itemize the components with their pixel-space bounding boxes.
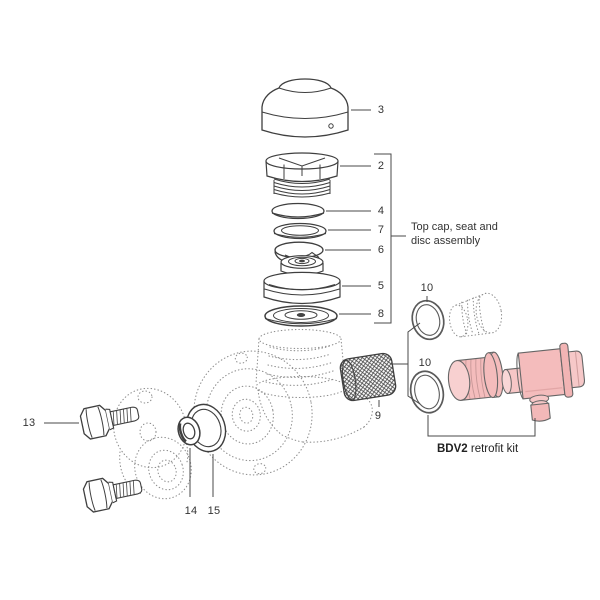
phantom-plug: [448, 292, 503, 338]
group-bracket: [374, 153, 406, 324]
part-2-hex-cap: [265, 152, 339, 198]
callout-2: 2: [377, 160, 385, 172]
callout-7: 7: [377, 224, 385, 236]
callout-6: 6: [377, 244, 385, 256]
kit-blanking-plug: [447, 351, 504, 401]
part-10-oring-bottom: [409, 370, 445, 414]
callout-9: 9: [374, 410, 382, 422]
group-annotation: Top cap, seat and disc assembly: [411, 221, 498, 247]
kit-annotation: BDV2 retrofit kit: [437, 443, 518, 455]
part-10-oring-top: [411, 299, 445, 341]
part-3-top-cap: [261, 78, 349, 138]
callout-14: 14: [184, 505, 198, 517]
kit-annotation-bold: BDV2: [437, 443, 468, 455]
callout-13: 13: [22, 417, 36, 429]
callout-10-bottom: 10: [418, 357, 432, 369]
callout-15: 15: [207, 505, 221, 517]
part-9-strainer: [339, 352, 397, 402]
kit-annotation-rest: retrofit kit: [467, 443, 519, 455]
part-8-washer: [264, 305, 338, 327]
callout-3: 3: [377, 104, 385, 116]
bolt-13-upper: [78, 397, 142, 441]
part-14-ring: [177, 416, 201, 446]
callout-10-top: 10: [420, 282, 434, 294]
leader-lines: [44, 109, 536, 497]
phantom-flange: [113, 387, 192, 500]
callout-4: 4: [377, 205, 385, 217]
kit-bracket: [427, 415, 536, 437]
kit-pointer: [393, 322, 421, 405]
part-4-disc: [271, 202, 325, 220]
callout-5: 5: [377, 280, 385, 292]
kit-bdv2-valve: [501, 342, 586, 422]
callout-8: 8: [377, 308, 385, 320]
bolt-13-lower: [81, 470, 145, 514]
part-7-seal-ring: [273, 222, 327, 240]
part-5-seat: [263, 255, 341, 305]
